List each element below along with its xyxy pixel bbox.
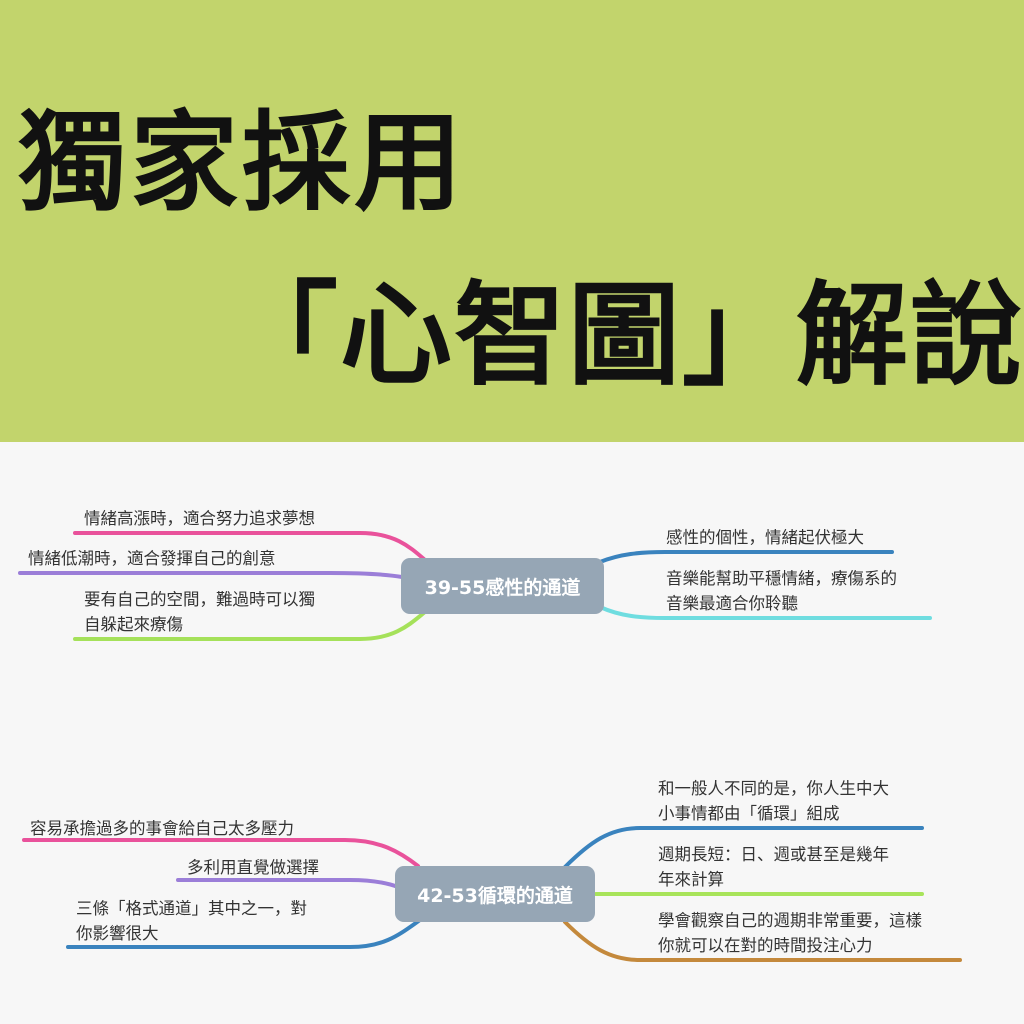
title-line-2: 「心智圖」解說 — [226, 271, 1024, 401]
connector-line — [563, 826, 924, 869]
branch-text: 音樂能幫助平穩情緒，療傷系的 音樂最適合你聆聽 — [666, 569, 897, 613]
branch-text: 情緒低潮時，適合發揮自己的創意 — [28, 549, 276, 568]
connector-line — [176, 878, 400, 889]
connector-line — [66, 918, 422, 949]
connector-line — [73, 610, 427, 641]
mind-map-area: 39-55感性的通道 情緒高漲時，適合努力追求夢想 情緒低潮時，適合發揮自己的創… — [0, 442, 1024, 1024]
connector-line — [18, 571, 404, 579]
connector-line — [598, 550, 894, 564]
center-node: 42-53循環的通道 — [395, 866, 595, 922]
connector-line — [598, 605, 932, 620]
center-node: 39-55感性的通道 — [401, 558, 604, 614]
branch-text: 感性的個性，情緒起伏極大 — [666, 528, 864, 547]
branch-text: 三條「格式通道」其中之一，對 你影響很大 — [76, 899, 307, 943]
connector-line — [22, 838, 420, 868]
title-banner: 獨家採用 「心智圖」解說 — [0, 0, 1024, 442]
branch-text: 週期長短：日、週或甚至是幾年 年來計算 — [658, 845, 889, 889]
branch-text: 要有自己的空間，難過時可以獨 自躲起來療傷 — [84, 590, 315, 634]
branch-text: 情緒高漲時，適合努力追求夢想 — [84, 509, 315, 528]
connector-line — [563, 920, 962, 962]
branch-text: 多利用直覺做選擇 — [187, 858, 319, 877]
title-line-1: 獨家採用 — [18, 101, 467, 226]
connector-lines — [18, 531, 962, 962]
branch-text: 和一般人不同的是，你人生中大 小事情都由「循環」組成 — [658, 779, 889, 823]
branch-text: 學會觀察自己的週期非常重要，這樣 你就可以在對的時間投注心力 — [658, 911, 922, 955]
branch-text: 容易承擔過多的事會給自己太多壓力 — [30, 819, 294, 838]
connector-line — [73, 531, 427, 562]
